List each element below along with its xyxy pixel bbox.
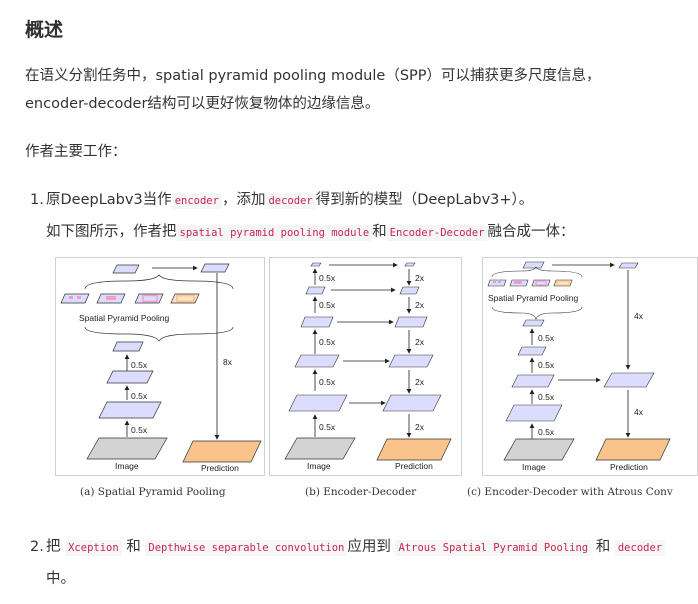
text: 和 — [126, 539, 141, 555]
scale-label: 2x — [415, 422, 425, 432]
feature-map — [200, 263, 230, 273]
code-encoder: encoder — [171, 193, 222, 209]
input-image — [503, 438, 575, 461]
text: 得到新的模型（DeepLabv3+）。 — [315, 192, 534, 208]
scale-label: 0.5x — [538, 333, 555, 343]
caption-a: (a) Spatial Pyramid Pooling — [80, 486, 226, 498]
scale-label: 0.5x — [319, 377, 336, 387]
code-xception: Xception — [65, 540, 122, 556]
feature-map — [98, 401, 162, 419]
spp-label: Spatial Pyramid Pooling — [79, 313, 170, 323]
text: 和 — [372, 224, 387, 240]
list-item-2-line-2: 中。 — [46, 571, 75, 587]
input-image — [86, 437, 168, 460]
image-label: Image — [307, 461, 331, 471]
list-item-2-line-1: 把 Xception 和 Depthwise separable convolu… — [46, 533, 666, 562]
scale-label: 2x — [415, 273, 425, 283]
intro-paragraph: 在语义分割任务中，spatial pyramid pooling module（… — [25, 62, 601, 118]
panel-b: 0.5x 0.5x 0.5x 0.5x 0.5x Image 2x 2x 2x … — [269, 257, 462, 498]
scale-label: 0.5x — [131, 391, 148, 401]
section-heading: 概述 — [25, 19, 64, 41]
code-spp-module: spatial pyramid pooling module — [176, 225, 373, 241]
scale-label: 0.5x — [538, 392, 555, 402]
prediction-map — [376, 438, 452, 461]
image-label: Image — [522, 462, 546, 472]
spp-label: Spatial Pyramid Pooling — [488, 293, 579, 303]
prediction-label: Prediction — [201, 463, 239, 473]
image-label: Image — [115, 461, 139, 471]
feature-map — [112, 341, 144, 352]
prediction-label: Prediction — [395, 461, 433, 471]
panel-a: Spatial Pyramid Pooling 0.5x 0.5x 0.5x I… — [55, 257, 265, 498]
architecture-figure: Spatial Pyramid Pooling 0.5x 0.5x 0.5x I… — [55, 257, 698, 498]
upsample-label: 8x — [223, 357, 233, 367]
text: 把 — [46, 539, 61, 555]
author-work-label: 作者主要工作： — [25, 144, 127, 160]
text: 应用到 — [347, 539, 391, 555]
code-depthwise: Depthwise separable convolution — [145, 540, 348, 556]
upsample-label: 4x — [634, 311, 644, 321]
scale-label: 2x — [415, 377, 425, 387]
scale-label: 0.5x — [538, 360, 555, 370]
intro-line-1: 在语义分割任务中，spatial pyramid pooling module（… — [25, 68, 601, 84]
feature-map — [106, 370, 154, 384]
text: 融合成一体： — [487, 224, 575, 240]
scale-label: 0.5x — [319, 300, 336, 310]
pooled-features — [487, 279, 573, 287]
scale-label: 0.5x — [131, 360, 148, 370]
pooled-features — [60, 293, 200, 304]
feature-map — [112, 264, 140, 274]
code-aspp: Atrous Spatial Pyramid Pooling — [395, 540, 592, 556]
scale-label: 0.5x — [319, 337, 336, 347]
input-image — [284, 437, 356, 460]
prediction-map — [595, 438, 671, 461]
prediction-map — [182, 440, 262, 463]
code-decoder: decoder — [265, 193, 316, 209]
scale-label: 0.5x — [319, 273, 336, 283]
text: 和 — [595, 539, 611, 555]
scale-label: 0.5x — [538, 427, 555, 437]
caption-b: (b) Encoder-Decoder — [305, 486, 417, 498]
code-decoder-2: decoder — [614, 540, 666, 556]
scale-label: 0.5x — [131, 425, 148, 435]
panel-c: Spatial Pyramid Pooling 0.5x 0.5x 0.5x 0… — [467, 257, 698, 498]
scale-label: 2x — [415, 337, 425, 347]
scale-label: 2x — [415, 300, 425, 310]
upsample-label: 4x — [634, 407, 644, 417]
prediction-label: Prediction — [610, 462, 648, 472]
list-number-1: 1. — [30, 192, 44, 208]
text: 原DeepLabv3当作 — [46, 192, 172, 208]
list-number-2: 2. — [30, 539, 44, 555]
code-encoder-decoder: Encoder-Decoder — [386, 225, 488, 241]
text: ，添加 — [221, 192, 266, 208]
scale-label: 0.5x — [319, 422, 336, 432]
intro-line-2: encoder-decoder结构可以更好恢复物体的边缘信息。 — [25, 96, 380, 112]
text: 如下图所示，作者把 — [46, 224, 177, 240]
caption-c: (c) Encoder-Decoder with Atrous Conv — [467, 486, 673, 498]
